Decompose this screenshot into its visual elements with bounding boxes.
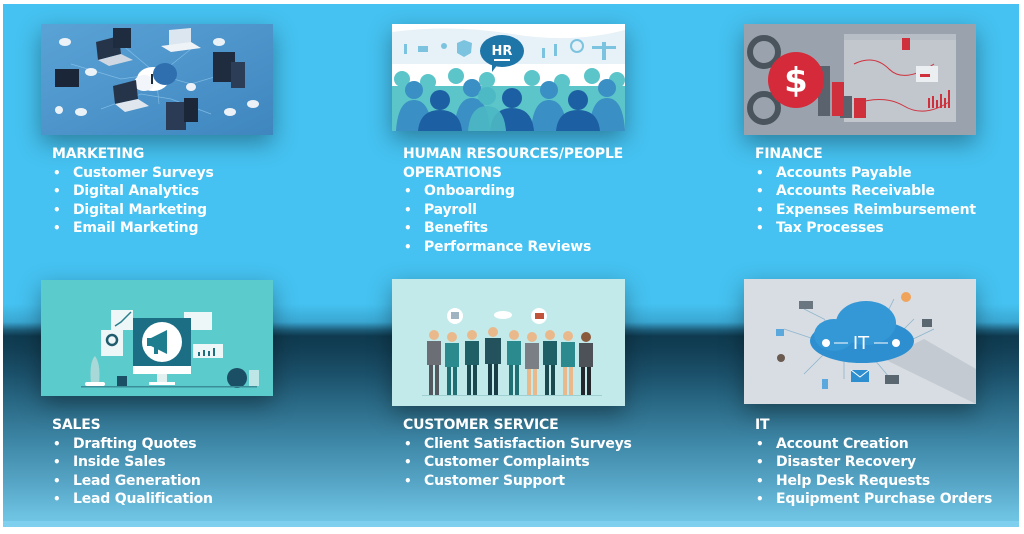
list-item: •Account Creation [756,435,909,452]
email-icon [850,369,899,384]
infographic-canvas: MARKETING •Customer Surveys •Digital Ana… [3,4,1019,527]
megaphone-monitor-illustration [41,280,273,396]
marketing-list: •Customer Surveys •Digital Analytics •Di… [52,164,214,238]
bullet-icon: • [53,473,61,488]
hr-speech-bubble: HR [480,35,524,72]
bullet-icon: • [756,492,764,506]
list-item: •Digital Marketing [53,201,207,218]
bullet-icon: • [756,221,764,235]
bullet-icon: • [404,455,412,469]
it-cloud-icon: IT [810,301,914,363]
finance-heading: FINANCE [755,146,823,162]
svg-text:IT: IT [853,333,870,354]
list-item: •Drafting Quotes [53,435,197,452]
bar-chart-icon [928,90,950,108]
network-cloud-illustration [41,24,273,135]
cloud-icon [134,63,177,91]
it-image: IT [744,279,976,404]
hr-heading-line1: HUMAN RESOURCES/PEOPLE [403,146,624,162]
it-cloud-illustration: IT [744,279,976,404]
list-item: •Benefits [404,220,488,236]
laptop-icon [96,36,149,112]
it-list: •Account Creation •Disaster Recovery •He… [755,435,992,509]
bullet-icon: • [756,202,764,217]
hr-image: HR [392,24,625,131]
bullet-icon: • [53,165,61,180]
list-item: •Customer Support [404,472,565,489]
hr-section: HUMAN RESOURCES/PEOPLE OPERATIONS •Onboa… [403,145,623,256]
bullet-icon: • [756,436,764,451]
sales-image [41,280,273,396]
finance-image: $ [744,24,976,135]
list-item: •Disaster Recovery [756,454,916,470]
svg-text:HR: HR [492,44,513,59]
hr-list: •Onboarding •Payroll •Benefits •Performa… [403,182,623,256]
finance-section: FINANCE •Accounts Payable •Accounts Rece… [755,145,976,238]
gear-icon [747,35,781,125]
list-item: •Lead Qualification [53,491,213,507]
list-item: •Accounts Payable [756,164,912,181]
people-group [427,327,593,395]
it-section: IT •Account Creation •Disaster Recovery … [755,416,992,509]
bullet-icon: • [53,221,61,235]
sales-heading: SALES [52,417,101,433]
marketing-image [41,24,273,135]
list-item: •Equipment Purchase Orders [756,491,993,507]
it-heading: IT [755,417,770,433]
customer-service-image [392,279,625,406]
bullet-icon: • [404,239,412,254]
list-item: •Inside Sales [53,454,166,470]
bullet-icon: • [53,202,61,217]
bullet-icon: • [756,184,764,198]
svg-text:$: $ [784,61,808,101]
list-item: •Help Desk Requests [756,472,931,489]
team-people-illustration [392,279,625,406]
list-item: •Payroll [404,201,477,218]
bullet-icon: • [756,165,764,180]
list-item: •Client Satisfaction Surveys [404,435,632,452]
customer-service-section: CUSTOMER SERVICE •Client Satisfaction Su… [403,416,632,490]
list-item: •Accounts Receivable [756,183,935,199]
customer-service-list: •Client Satisfaction Surveys •Customer C… [403,435,632,491]
hr-crowd-illustration: HR [392,24,625,131]
bullet-icon: • [404,436,412,451]
bullet-icon: • [404,221,412,235]
dollar-icon: $ [768,52,824,108]
list-item: •Customer Complaints [404,454,590,470]
list-item: •Digital Analytics [53,183,199,199]
megaphone-icon [142,322,182,362]
list-item: •Customer Surveys [53,164,214,181]
hr-small-icons [404,39,616,60]
sales-list: •Drafting Quotes •Inside Sales •Lead Gen… [52,435,213,509]
bullet-icon: • [53,184,61,198]
list-item: •Lead Generation [53,472,201,489]
customer-service-heading: CUSTOMER SERVICE [403,417,559,433]
finance-dollar-illustration: $ [744,24,976,135]
bullet-icon: • [756,473,764,488]
sales-section: SALES •Drafting Quotes •Inside Sales •Le… [52,416,213,509]
bullet-icon: • [53,455,61,469]
list-item: •Email Marketing [53,220,199,236]
marketing-section: MARKETING •Customer Surveys •Digital Ana… [52,145,214,238]
finance-list: •Accounts Payable •Accounts Receivable •… [755,164,976,238]
bullet-icon: • [404,202,412,217]
hr-heading-line2: OPERATIONS [403,164,502,181]
list-item: •Performance Reviews [404,238,592,255]
list-item: •Onboarding [404,183,515,199]
bullet-icon: • [756,455,764,469]
server-icon [55,28,245,130]
marketing-heading: MARKETING [52,146,145,162]
list-item: •Expenses Reimbursement [756,201,976,218]
bullet-icon: • [53,436,61,451]
list-item: •Tax Processes [756,220,884,236]
bullet-icon: • [404,184,412,198]
bullet-icon: • [404,473,412,488]
bullet-icon: • [53,492,61,506]
